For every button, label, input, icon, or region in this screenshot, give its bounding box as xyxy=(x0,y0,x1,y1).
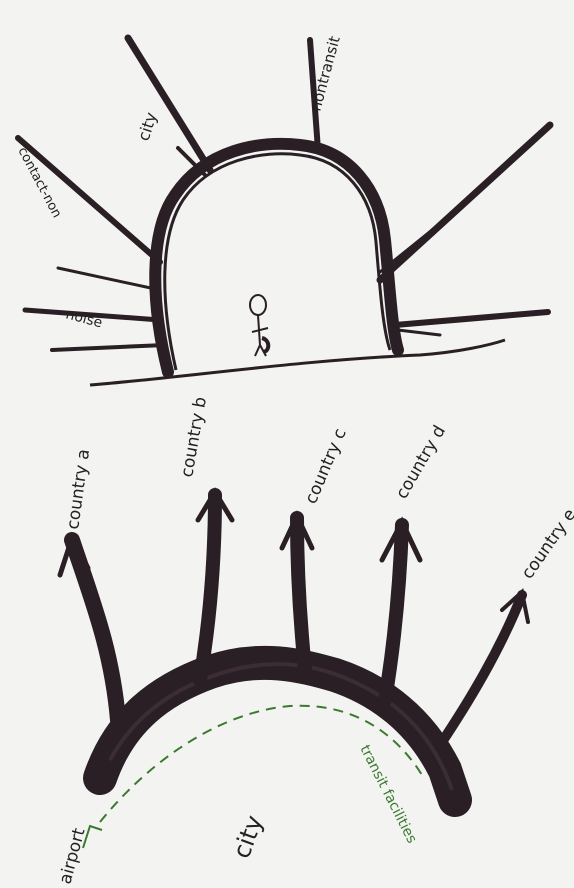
label-country-b: country b xyxy=(177,395,211,478)
label-city-bottom: city xyxy=(227,812,268,862)
arch xyxy=(155,144,398,372)
label-country-a: country a xyxy=(63,448,94,531)
label-country-c: country c xyxy=(301,426,351,507)
label-country-e: country e xyxy=(518,505,574,583)
person-figure xyxy=(250,295,268,356)
bottom-diagram: country a country b country c country d … xyxy=(56,395,574,886)
city-arc xyxy=(100,663,455,800)
top-rays xyxy=(18,38,550,350)
label-airport: airport xyxy=(56,826,90,887)
label-country-d: country d xyxy=(392,422,450,502)
label-city-top: city xyxy=(134,110,161,143)
top-diagram: city nontransit contact-non noise xyxy=(14,34,550,385)
label-noise: noise xyxy=(64,306,104,331)
